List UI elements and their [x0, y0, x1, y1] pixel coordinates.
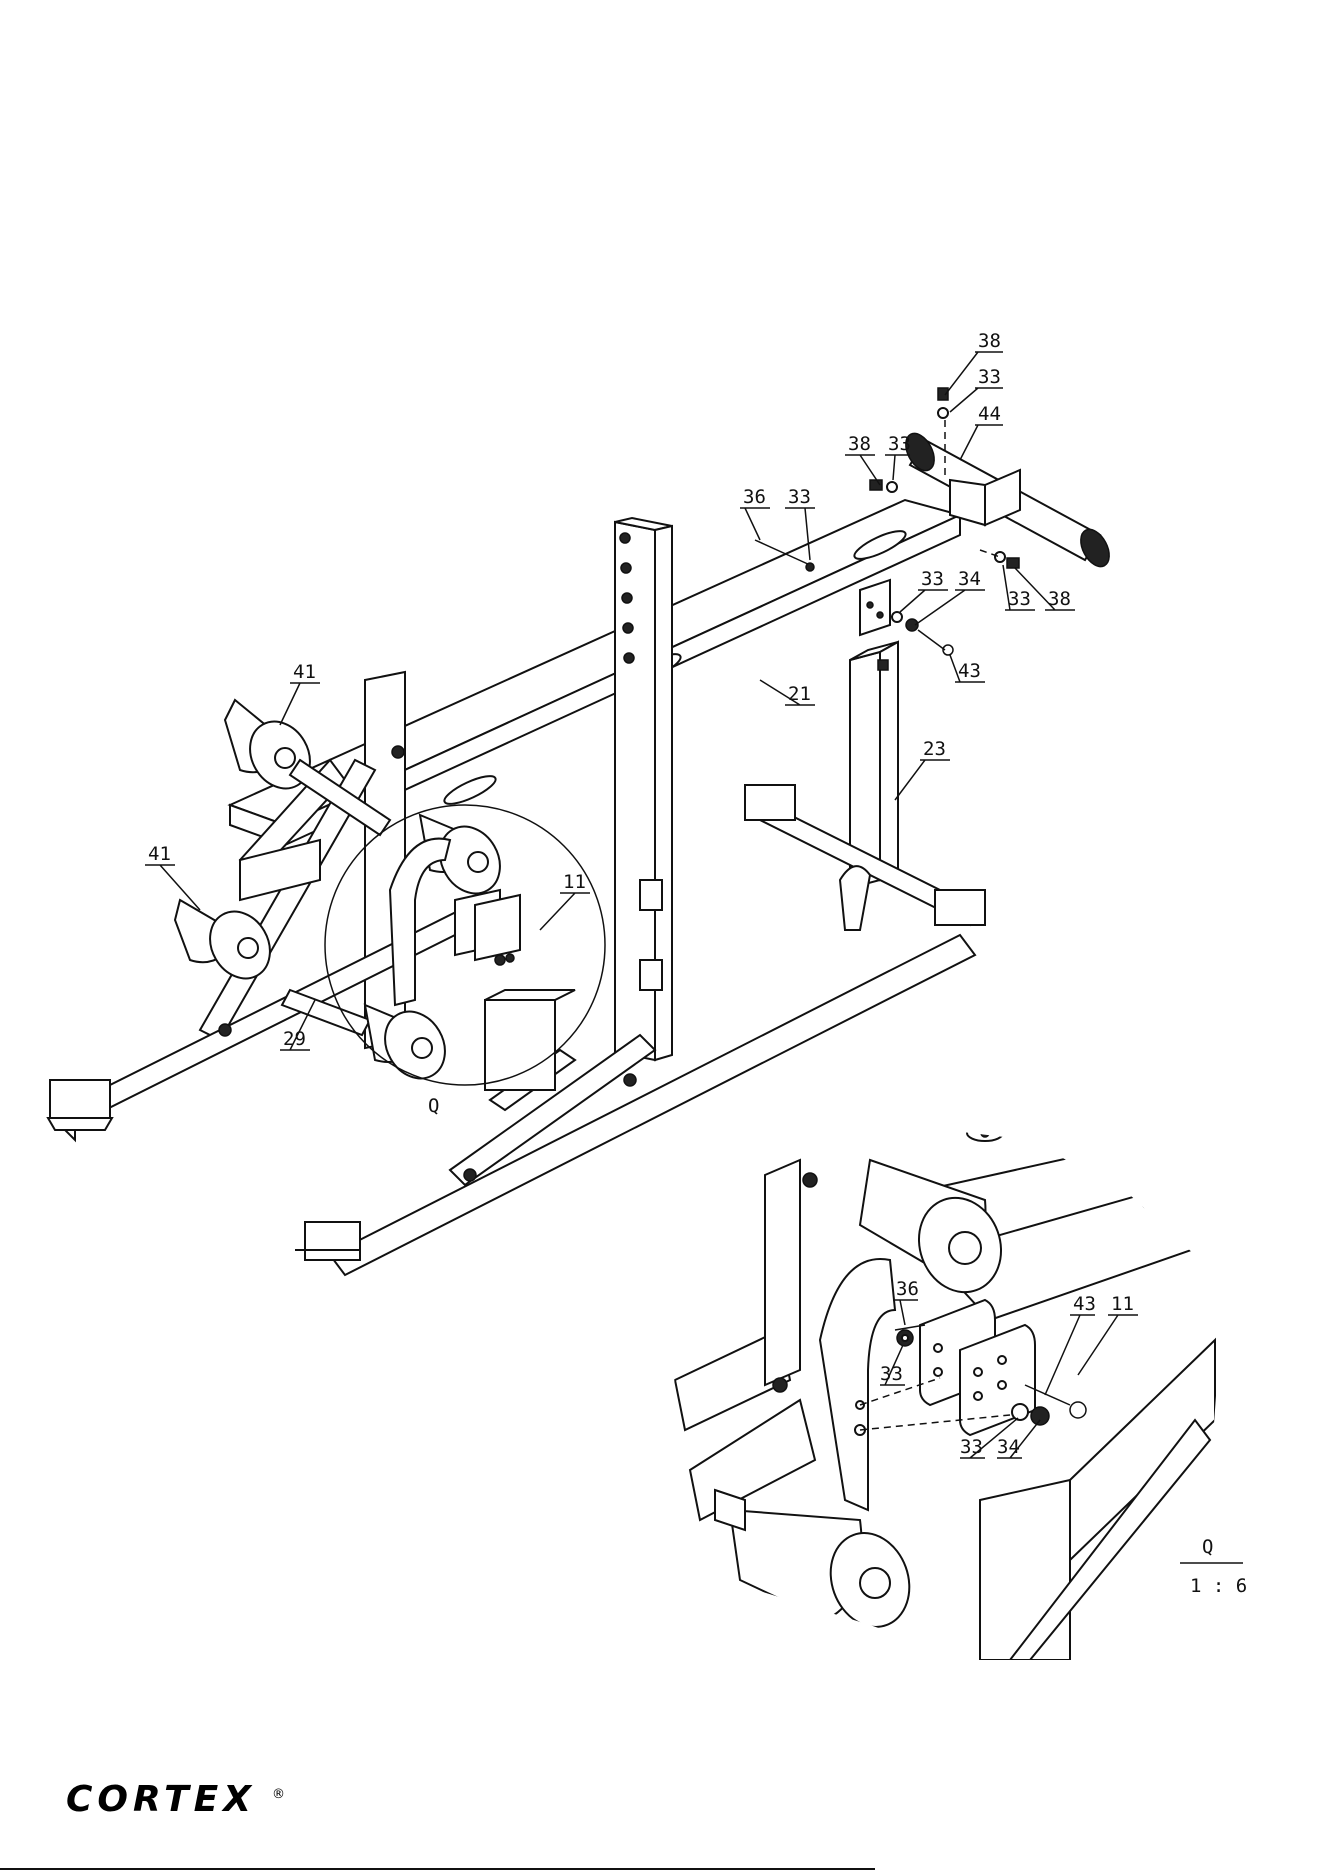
detail-label-43: 43 [1073, 1293, 1096, 1315]
label-23: 23 [923, 738, 946, 760]
scale-annotation: Q 1 : 6 [1180, 1536, 1247, 1597]
label-33-left: 33 [888, 433, 911, 455]
scale-view-id: Q [1202, 1536, 1213, 1558]
detail-label-33-upper: 33 [880, 1363, 903, 1385]
label-33-right: 33 [1008, 588, 1031, 610]
label-33-top: 33 [978, 366, 1001, 388]
label-38-right: 38 [1048, 588, 1071, 610]
detail-label-33-lower: 33 [960, 1436, 983, 1458]
detail-label-36: 36 [896, 1278, 919, 1300]
label-41-lower: 41 [148, 843, 171, 865]
label-38-top: 38 [978, 330, 1001, 352]
brand-registered-mark: ® [272, 1787, 285, 1802]
detail-label-34: 34 [997, 1436, 1020, 1458]
rear-base-23 [745, 642, 985, 930]
roller-lower-mid [365, 1001, 457, 1090]
end-tube-44 [900, 429, 1115, 572]
label-11: 11 [563, 871, 586, 893]
label-33-bracket: 33 [921, 568, 944, 590]
label-38-left: 38 [848, 433, 871, 455]
label-44: 44 [978, 403, 1001, 425]
detail-label-11: 11 [1111, 1293, 1134, 1315]
label-21: 21 [788, 683, 811, 705]
scale-ratio: 1 : 6 [1190, 1575, 1247, 1597]
label-29: 29 [283, 1028, 306, 1050]
label-q: Q [428, 1095, 439, 1117]
label-41-upper: 41 [293, 661, 316, 683]
detail-view-q: 43 11 36 33 33 34 [675, 1125, 1220, 1660]
upright-post [615, 518, 672, 1060]
label-33-center: 33 [788, 486, 811, 508]
brand-name: CORTEX [66, 1779, 256, 1820]
label-36: 36 [743, 486, 766, 508]
label-34: 34 [958, 568, 981, 590]
brand-logo: CORTEX ® [66, 1779, 285, 1820]
main-view: 38 33 44 38 33 36 33 33 34 33 38 43 21 2… [48, 330, 1115, 1275]
label-43: 43 [958, 660, 981, 682]
upper-bracket [860, 580, 890, 635]
